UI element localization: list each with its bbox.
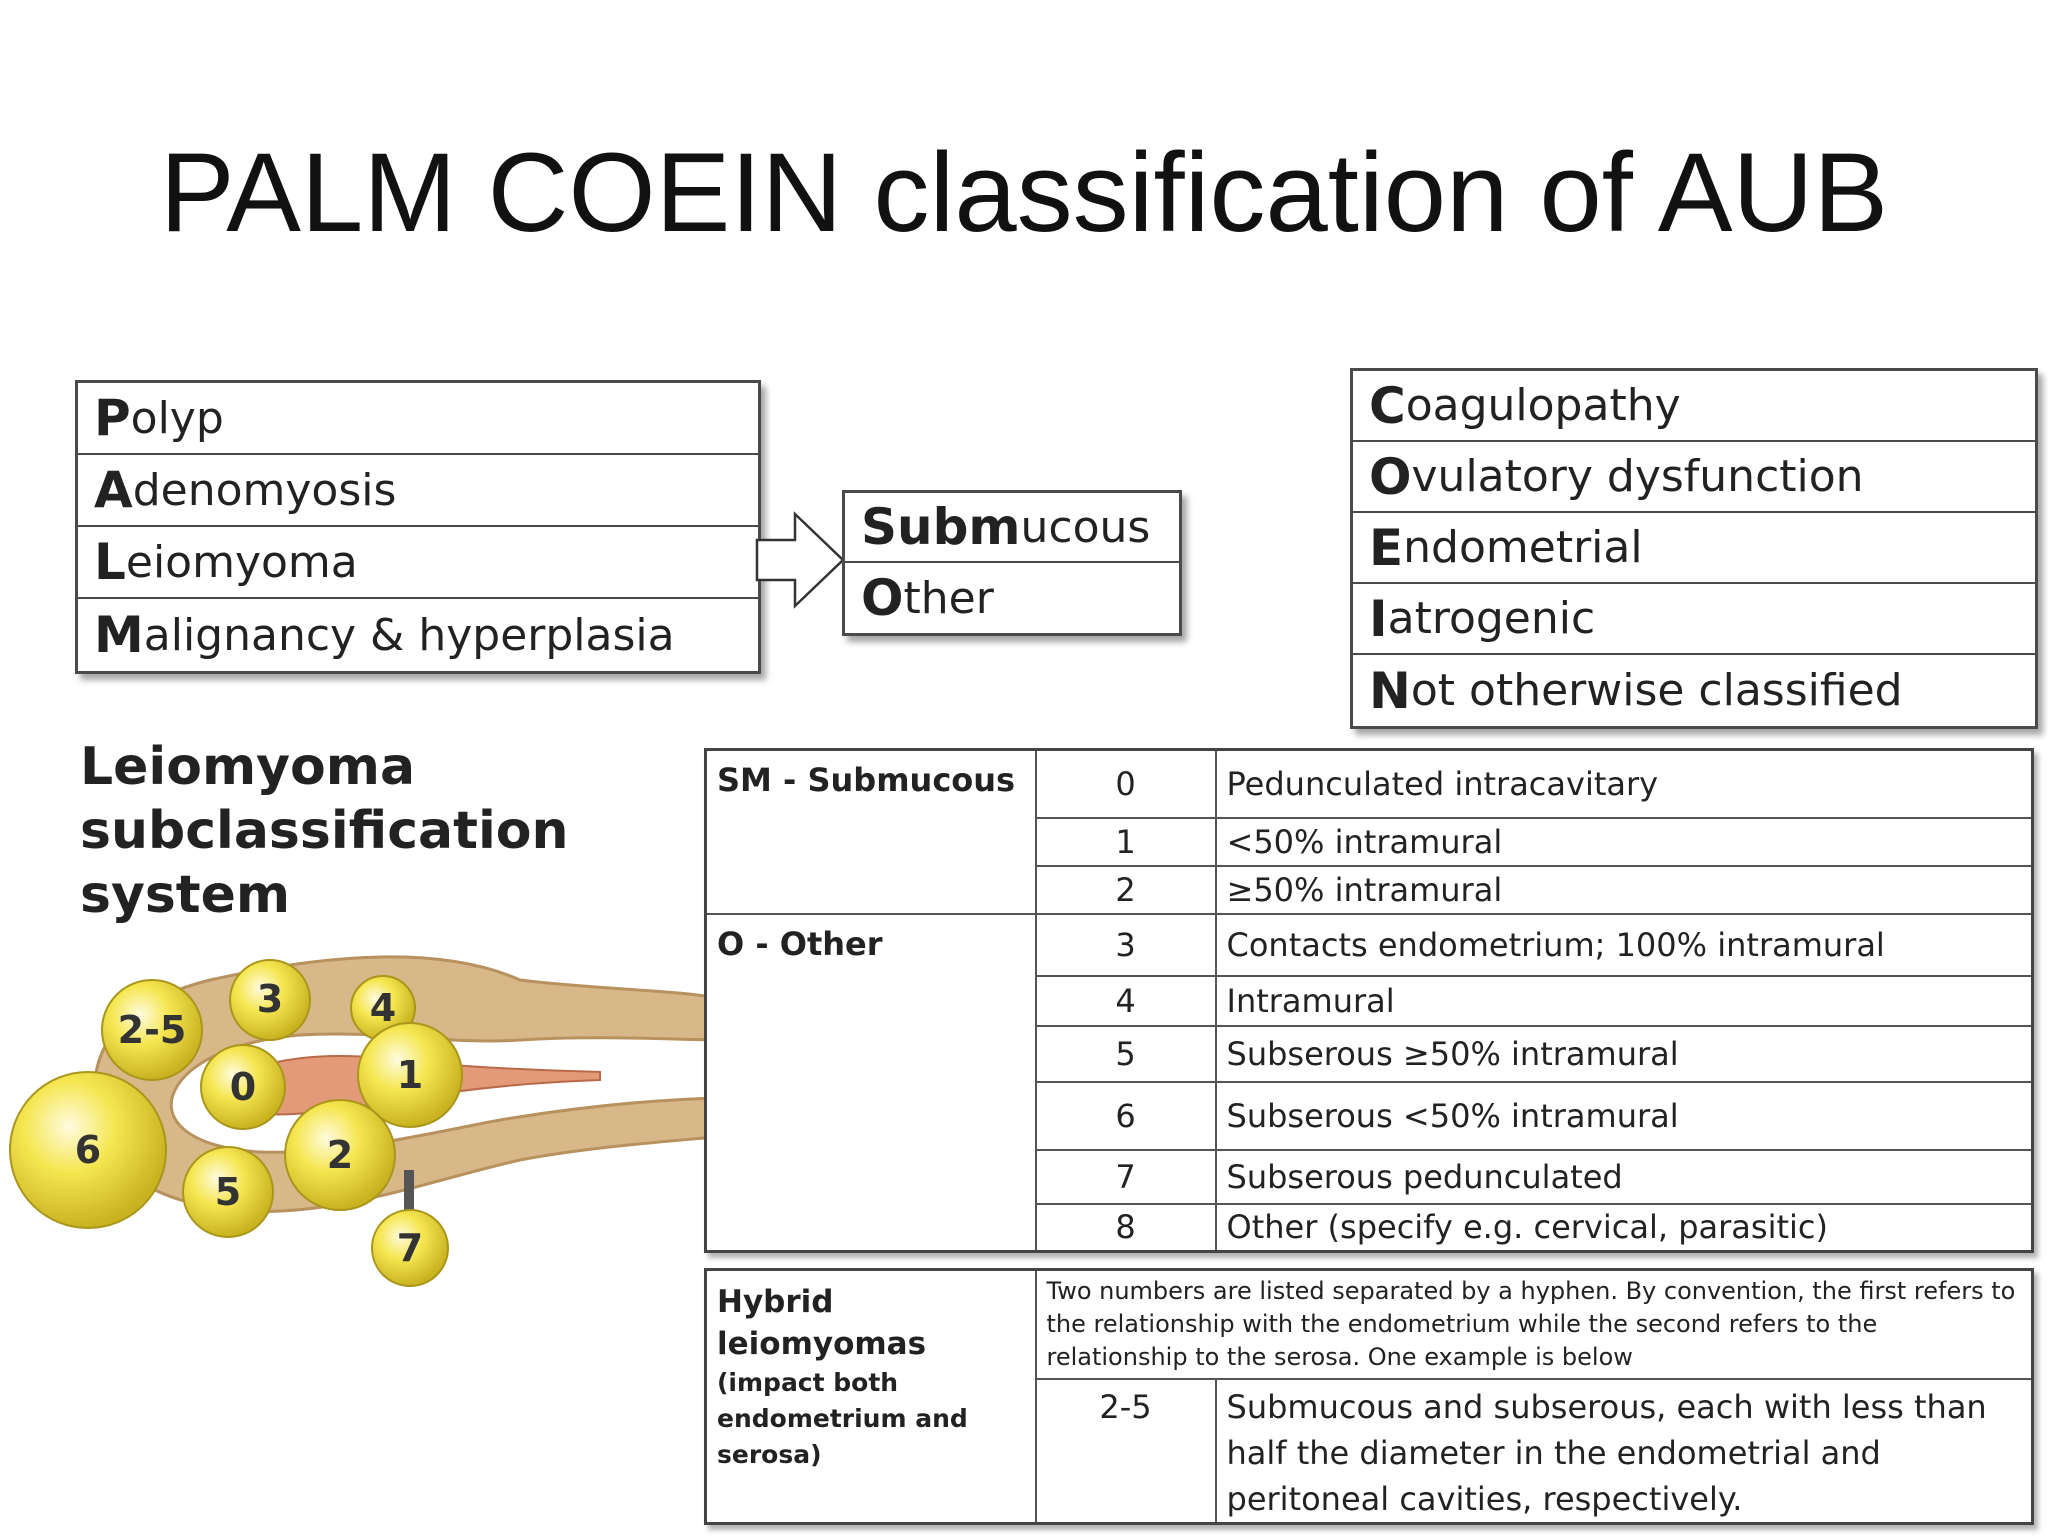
type-number: 7: [1034, 1148, 1217, 1205]
type-description: Subserous <50% intramural: [1214, 1080, 2034, 1151]
type-number: 8: [1034, 1202, 1217, 1253]
type-description: Subserous pedunculated: [1214, 1148, 2034, 1205]
table-row: 5 Subserous ≥50% intramural: [706, 1024, 2034, 1083]
type-number: 6: [1034, 1080, 1217, 1151]
type-description: Contacts endometrium; 100% intramural: [1214, 912, 2034, 977]
svg-text:5: 5: [215, 1170, 241, 1214]
hybrid-label-line-2: leiomyomas: [717, 1326, 927, 1362]
heading-line-2: subclassification: [80, 801, 569, 861]
svg-text:4: 4: [370, 986, 396, 1030]
hybrid-label-note: (impact both endometrium and serosa): [717, 1368, 968, 1469]
type-description: Pedunculated intracavitary: [1214, 748, 2034, 819]
hybrid-label-line-1: Hybrid: [717, 1284, 834, 1320]
table-row: O - Other 3 Contacts endometrium; 100% i…: [704, 912, 2034, 1253]
type-description: Submucous and subserous, each with less …: [1214, 1378, 2034, 1525]
type-description: Other (specify e.g. cervical, parasitic): [1214, 1202, 2034, 1253]
fibroid-3: 3: [229, 959, 311, 1041]
heading-line-1: Leiomyoma: [80, 737, 416, 797]
arrow-right-icon: [755, 511, 845, 609]
fibroid-6: 6: [9, 1071, 167, 1229]
category-other: O - Other: [704, 912, 1037, 1253]
table-row: Hybrid leiomyomas (impact both endometri…: [704, 1268, 2034, 1525]
svg-text:1: 1: [397, 1053, 423, 1097]
type-number: 5: [1034, 1024, 1217, 1083]
table-row: 1 <50% intramural: [706, 816, 2034, 867]
svg-text:3: 3: [257, 977, 283, 1021]
type-number: 2-5: [1034, 1378, 1217, 1525]
type-description: Subserous ≥50% intramural: [1214, 1024, 2034, 1083]
type-description: <50% intramural: [1214, 816, 2034, 867]
type-number: 0: [1034, 748, 1217, 819]
fibroid-7: 7: [371, 1209, 449, 1287]
fibroid-5: 5: [182, 1146, 274, 1238]
type-number: 4: [1034, 974, 1217, 1027]
table-row: 6 Subserous <50% intramural: [706, 1080, 2034, 1151]
table-row: 2-5 Submucous and subserous, each with l…: [706, 1378, 2034, 1525]
table-row: 8 Other (specify e.g. cervical, parasiti…: [706, 1202, 2034, 1253]
svg-text:6: 6: [75, 1128, 101, 1172]
table-row: 4 Intramural: [706, 974, 2034, 1027]
type-description: Intramural: [1214, 974, 2034, 1027]
type-number: 1: [1034, 816, 1217, 867]
heading-line-3: system: [80, 865, 291, 925]
svg-text:7: 7: [397, 1226, 423, 1270]
leiomyoma-subclass-table: SM - Submucous 0 Pedunculated intracavit…: [704, 748, 2034, 1253]
svg-text:2: 2: [327, 1133, 353, 1177]
category-submucous: SM - Submucous: [704, 748, 1037, 915]
table-row: 7 Subserous pedunculated: [706, 1148, 2034, 1205]
table-row: SM - Submucous 0 Pedunculated intracavit…: [704, 748, 2034, 915]
type-number: 2: [1034, 864, 1217, 915]
type-number: 3: [1034, 912, 1217, 977]
type-description: ≥50% intramural: [1214, 864, 2034, 915]
hybrid-leiomyoma-table: Hybrid leiomyomas (impact both endometri…: [704, 1268, 2034, 1525]
uterus-fibroid-illustration: 2-5 3 4 0 1 6 2 5 7: [9, 955, 740, 1287]
svg-text:0: 0: [230, 1065, 256, 1109]
hybrid-convention-note: Two numbers are listed separated by a hy…: [1034, 1268, 2034, 1380]
svg-text:2-5: 2-5: [118, 1008, 187, 1052]
subclassification-heading: Leiomyoma subclassification system: [80, 735, 569, 927]
table-row: 2 ≥50% intramural: [706, 864, 2034, 915]
fibroid-2: 2: [284, 1099, 396, 1211]
fibroid-1: 1: [357, 1022, 463, 1128]
fibroid-2-5: 2-5: [101, 979, 203, 1081]
slide-title: PALM COEIN classification of AUB: [159, 130, 1889, 255]
category-hybrid: Hybrid leiomyomas (impact both endometri…: [704, 1268, 1037, 1525]
fibroid-0: 0: [200, 1044, 286, 1130]
